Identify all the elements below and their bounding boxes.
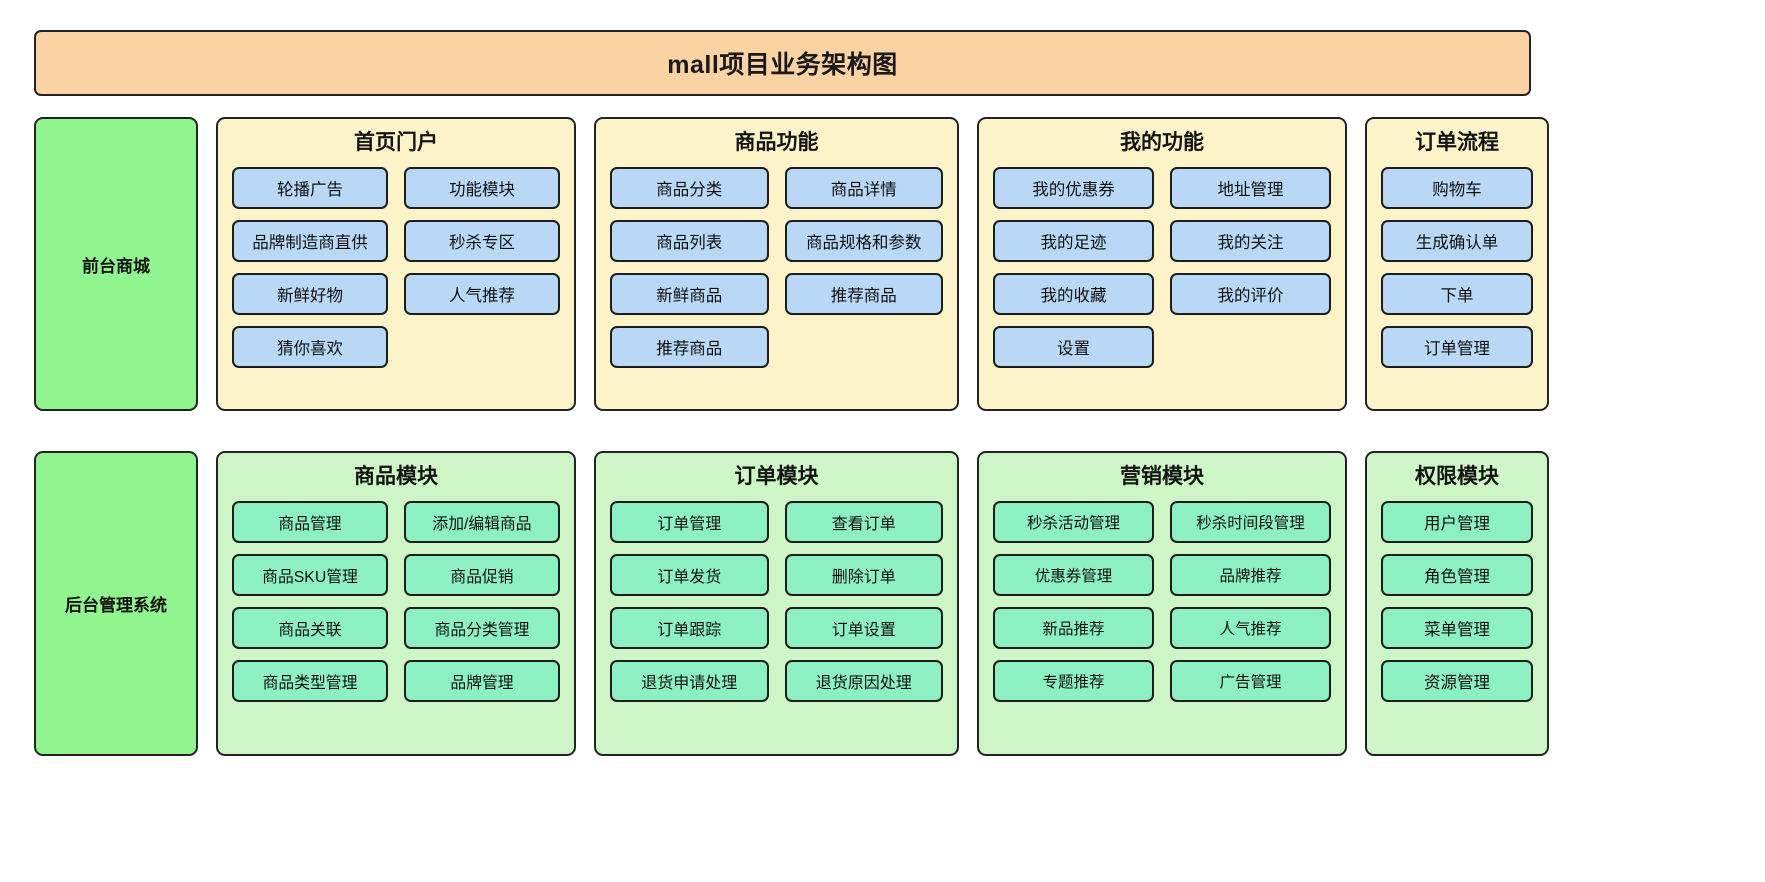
group-title-order-flow: 订单流程 [1415, 131, 1499, 154]
item-product-category-manage[interactable]: 商品分类管理 [404, 607, 560, 650]
item-product-relation[interactable]: 商品关联 [232, 607, 388, 650]
item-return-request-handling[interactable]: 退货申请处理 [610, 660, 769, 703]
tier-label-backend: 后台管理系统 [34, 451, 198, 756]
item-function-module[interactable]: 功能模块 [404, 167, 560, 210]
group-marketing-module: 营销模块 秒杀活动管理 秒杀时间段管理 优惠券管理 品牌推荐 新品推荐 人气推荐… [977, 451, 1347, 756]
item-brand-manage[interactable]: 品牌管理 [404, 660, 560, 703]
item-order-tracking[interactable]: 订单跟踪 [610, 607, 769, 650]
item-settings[interactable]: 设置 [993, 326, 1154, 369]
layout-spacer [1347, 117, 1365, 411]
group-title-home-portal: 首页门户 [354, 131, 438, 154]
item-recommended-product[interactable]: 推荐商品 [784, 273, 943, 316]
tier-label-backend-text: 后台管理系统 [65, 596, 167, 615]
item-popular-recommend-backend[interactable]: 人气推荐 [1170, 607, 1331, 650]
item-delete-order[interactable]: 删除订单 [784, 554, 943, 597]
item-carousel-ad[interactable]: 轮播广告 [232, 167, 388, 210]
group-items-product-module: 商品管理 添加/编辑商品 商品SKU管理 商品促销 商品关联 商品分类管理 商品… [232, 501, 560, 703]
item-fresh-goods[interactable]: 新鲜好物 [232, 273, 388, 316]
item-new-product-recommend[interactable]: 新品推荐 [993, 607, 1154, 650]
layout-spacer [1347, 451, 1365, 756]
item-coupon-manage[interactable]: 优惠券管理 [993, 554, 1154, 597]
item-flash-sale-zone[interactable]: 秒杀专区 [404, 220, 560, 263]
item-product-spec-params[interactable]: 商品规格和参数 [784, 220, 943, 263]
item-resource-manage[interactable]: 资源管理 [1381, 660, 1533, 703]
layout-spacer [198, 451, 216, 756]
group-items-home-portal: 轮播广告 功能模块 品牌制造商直供 秒杀专区 新鲜好物 人气推荐 猜你喜欢 [232, 167, 560, 369]
item-return-reason-handling[interactable]: 退货原因处理 [784, 660, 943, 703]
item-menu-manage[interactable]: 菜单管理 [1381, 607, 1533, 650]
item-guess-you-like[interactable]: 猜你喜欢 [232, 326, 388, 369]
group-items-order-module: 订单管理 查看订单 订单发货 删除订单 订单跟踪 订单设置 退货申请处理 退货原… [610, 501, 943, 703]
item-order-shipment[interactable]: 订单发货 [610, 554, 769, 597]
group-title-product-module: 商品模块 [354, 465, 438, 488]
layout-spacer [576, 117, 594, 411]
group-items-product-features: 商品分类 商品详情 商品列表 商品规格和参数 新鲜商品 推荐商品 推荐商品 [610, 167, 943, 369]
item-popular-recommend[interactable]: 人气推荐 [404, 273, 560, 316]
item-order-manage[interactable]: 订单管理 [610, 501, 769, 544]
item-my-favorites[interactable]: 我的收藏 [993, 273, 1154, 316]
item-product-category[interactable]: 商品分类 [610, 167, 769, 210]
item-role-manage[interactable]: 角色管理 [1381, 554, 1533, 597]
item-my-coupons[interactable]: 我的优惠券 [993, 167, 1154, 210]
item-advertisement-manage[interactable]: 广告管理 [1170, 660, 1331, 703]
item-place-order[interactable]: 下单 [1381, 273, 1533, 316]
item-product-type-manage[interactable]: 商品类型管理 [232, 660, 388, 703]
item-flash-sale-activity-manage[interactable]: 秒杀活动管理 [993, 501, 1154, 544]
tier-row-backend: 后台管理系统 商品模块 商品管理 添加/编辑商品 商品SKU管理 商品促销 商品… [34, 451, 1549, 756]
item-fresh-product[interactable]: 新鲜商品 [610, 273, 769, 316]
item-my-reviews[interactable]: 我的评价 [1170, 273, 1331, 316]
item-product-promotion[interactable]: 商品促销 [404, 554, 560, 597]
group-title-permission-module: 权限模块 [1415, 465, 1499, 488]
item-product-detail[interactable]: 商品详情 [784, 167, 943, 210]
group-permission-module: 权限模块 用户管理 角色管理 菜单管理 资源管理 [1365, 451, 1549, 756]
item-add-edit-product[interactable]: 添加/编辑商品 [404, 501, 560, 544]
item-my-footprints[interactable]: 我的足迹 [993, 220, 1154, 263]
group-title-order-module: 订单模块 [734, 465, 819, 488]
item-product-list[interactable]: 商品列表 [610, 220, 769, 263]
item-generate-confirm-order[interactable]: 生成确认单 [1381, 220, 1533, 263]
item-recommended-product-2[interactable]: 推荐商品 [610, 326, 769, 369]
item-product-sku-manage[interactable]: 商品SKU管理 [232, 554, 388, 597]
item-topic-recommend[interactable]: 专题推荐 [993, 660, 1154, 703]
group-items-order-flow: 购物车 生成确认单 下单 订单管理 [1381, 167, 1533, 369]
item-order-settings[interactable]: 订单设置 [784, 607, 943, 650]
group-title-my-features: 我的功能 [1120, 131, 1204, 154]
item-view-order[interactable]: 查看订单 [784, 501, 943, 544]
item-flash-sale-time-slot-manage[interactable]: 秒杀时间段管理 [1170, 501, 1331, 544]
diagram-title-banner: mall项目业务架构图 [34, 30, 1531, 96]
group-items-marketing-module: 秒杀活动管理 秒杀时间段管理 优惠券管理 品牌推荐 新品推荐 人气推荐 专题推荐… [993, 501, 1331, 703]
tier-row-frontend: 前台商城 首页门户 轮播广告 功能模块 品牌制造商直供 秒杀专区 新鲜好物 人气… [34, 117, 1549, 411]
item-shopping-cart[interactable]: 购物车 [1381, 167, 1533, 210]
group-product-features: 商品功能 商品分类 商品详情 商品列表 商品规格和参数 新鲜商品 推荐商品 推荐… [594, 117, 959, 411]
layout-spacer [959, 117, 977, 411]
item-my-follows[interactable]: 我的关注 [1170, 220, 1331, 263]
tier-label-frontend: 前台商城 [34, 117, 198, 411]
item-brand-recommend[interactable]: 品牌推荐 [1170, 554, 1331, 597]
group-order-module: 订单模块 订单管理 查看订单 订单发货 删除订单 订单跟踪 订单设置 退货申请处… [594, 451, 959, 756]
item-brand-direct-supply[interactable]: 品牌制造商直供 [232, 220, 388, 263]
tier-label-frontend-text: 前台商城 [82, 256, 150, 276]
group-title-product-features: 商品功能 [734, 131, 819, 154]
diagram-title: mall项目业务架构图 [667, 51, 898, 79]
item-order-management[interactable]: 订单管理 [1381, 326, 1533, 369]
group-product-module: 商品模块 商品管理 添加/编辑商品 商品SKU管理 商品促销 商品关联 商品分类… [216, 451, 576, 756]
group-home-portal: 首页门户 轮播广告 功能模块 品牌制造商直供 秒杀专区 新鲜好物 人气推荐 猜你… [216, 117, 576, 411]
group-title-marketing-module: 营销模块 [1120, 465, 1204, 488]
layout-spacer [576, 451, 594, 756]
group-items-my-features: 我的优惠券 地址管理 我的足迹 我的关注 我的收藏 我的评价 设置 [993, 167, 1331, 369]
item-address-management[interactable]: 地址管理 [1170, 167, 1331, 210]
group-my-features: 我的功能 我的优惠券 地址管理 我的足迹 我的关注 我的收藏 我的评价 设置 [977, 117, 1347, 411]
layout-spacer [198, 117, 216, 411]
layout-spacer [959, 451, 977, 756]
item-product-manage[interactable]: 商品管理 [232, 501, 388, 544]
item-user-manage[interactable]: 用户管理 [1381, 501, 1533, 544]
group-order-flow: 订单流程 购物车 生成确认单 下单 订单管理 [1365, 117, 1549, 411]
group-items-permission-module: 用户管理 角色管理 菜单管理 资源管理 [1381, 501, 1533, 703]
